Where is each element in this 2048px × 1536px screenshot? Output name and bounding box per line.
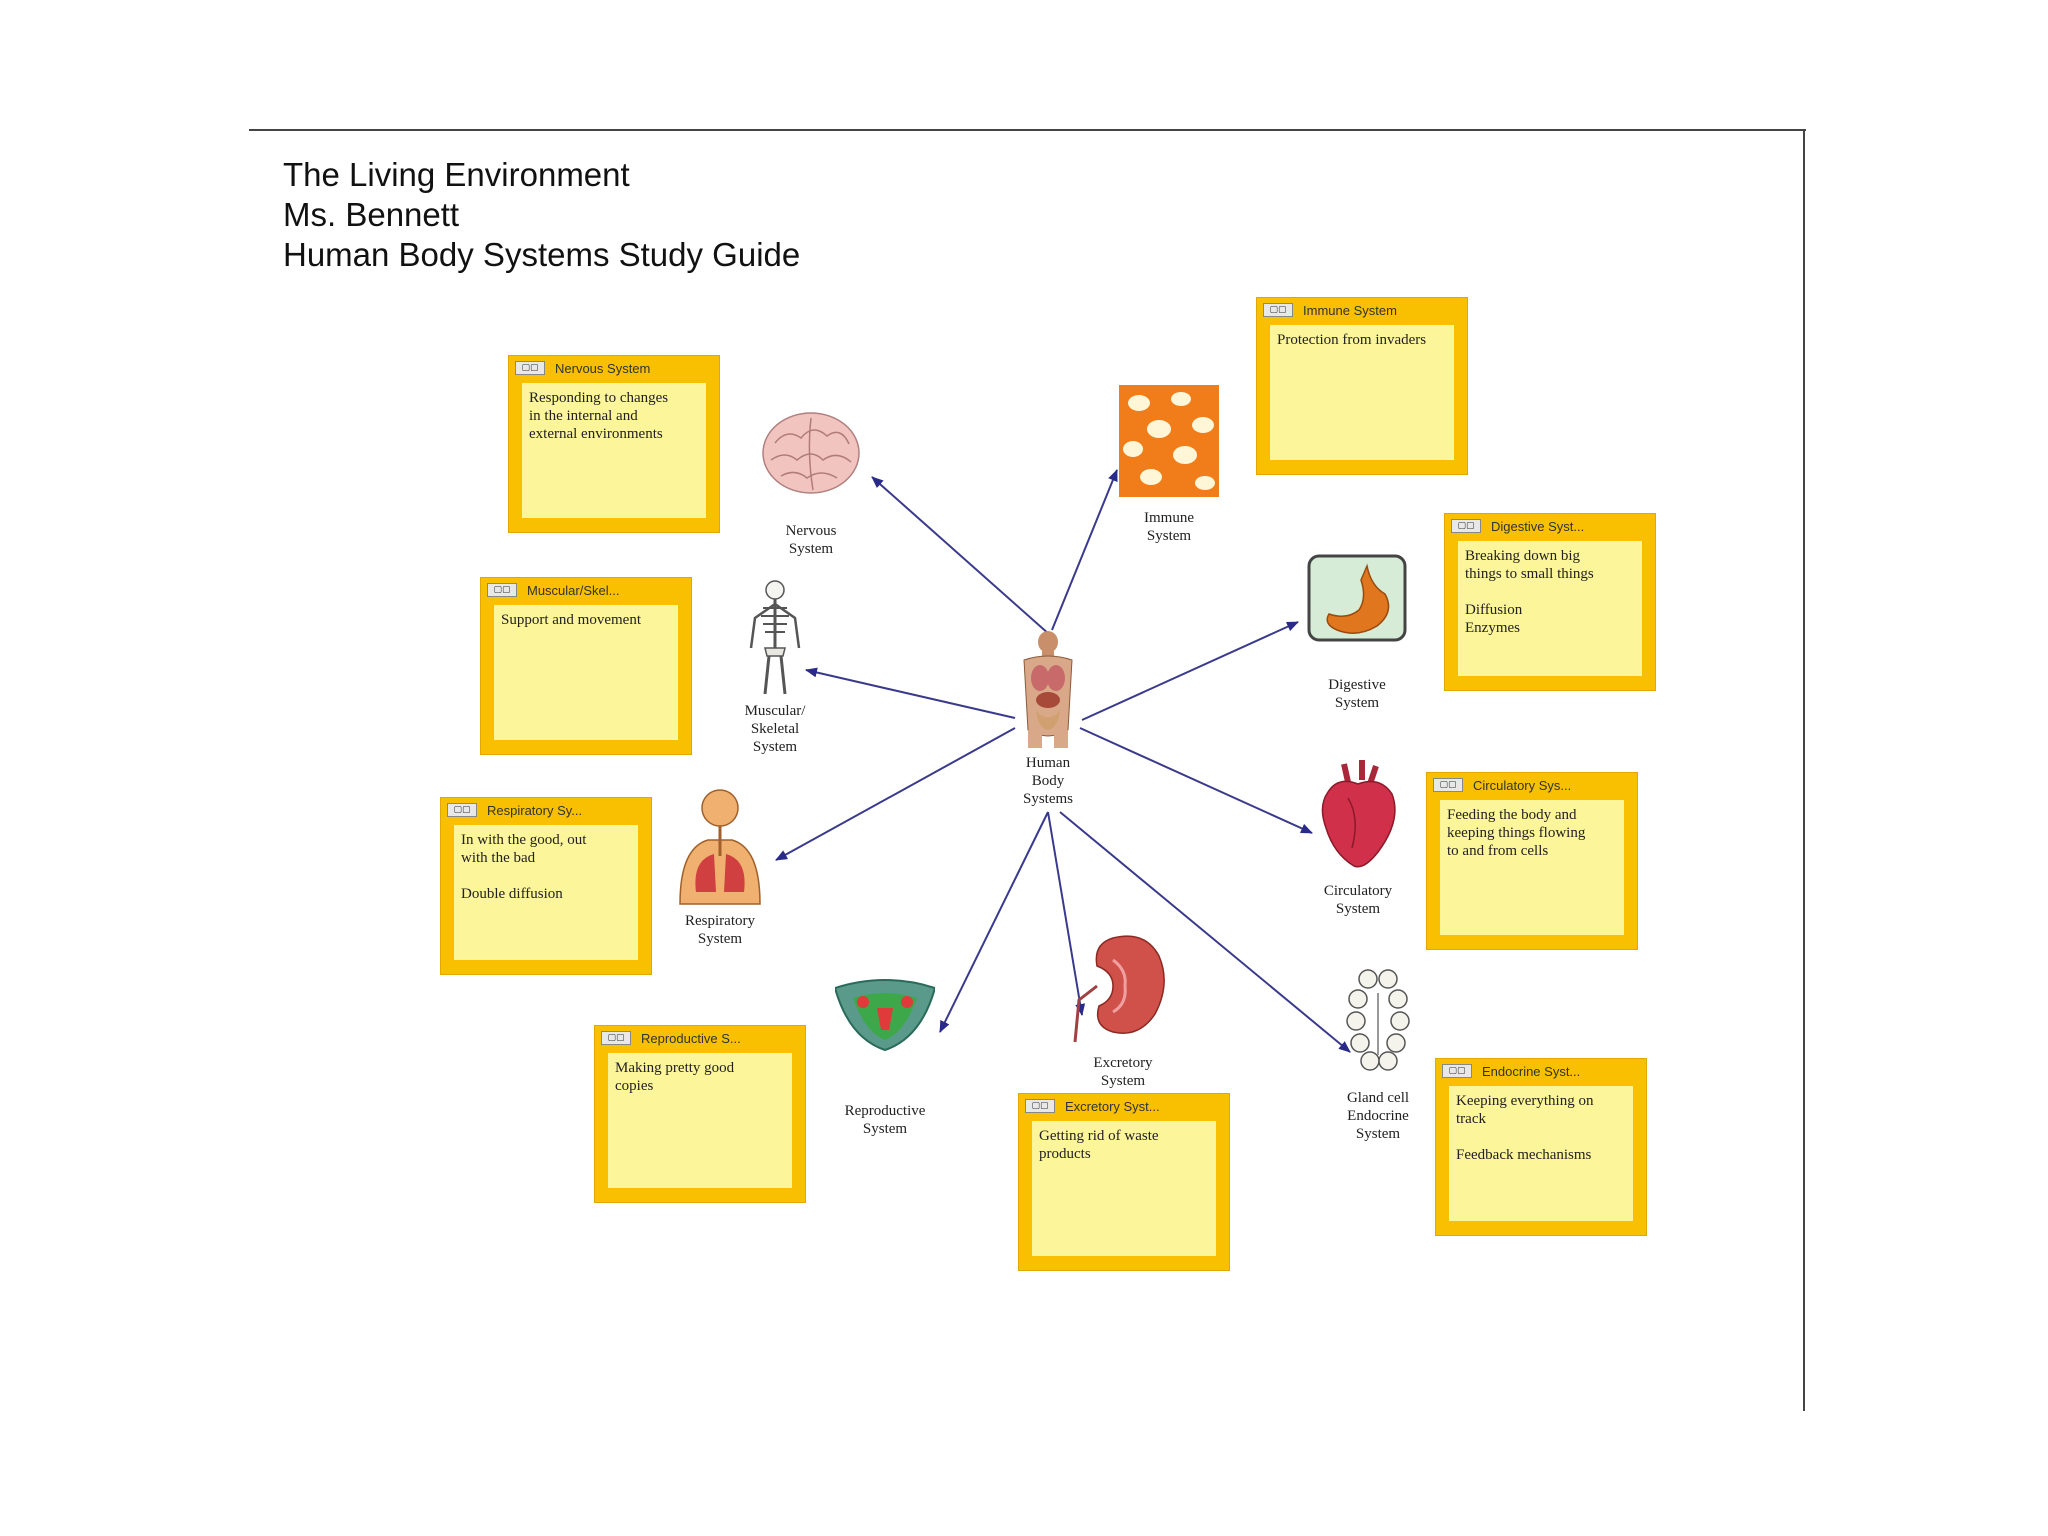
note-window-icon[interactable]: ▢▢ bbox=[1025, 1099, 1055, 1113]
arrow-to-muscular bbox=[805, 667, 1016, 719]
note-window-icon[interactable]: ▢▢ bbox=[1442, 1064, 1472, 1078]
reproductive-label: Reproductive System bbox=[844, 1103, 926, 1137]
note-window-icon[interactable]: ▢▢ bbox=[515, 361, 545, 375]
digestive-label: Digestive System bbox=[1328, 677, 1386, 711]
node-reproductive-system[interactable]: Reproductive System bbox=[810, 978, 960, 1198]
arrow-to-digestive bbox=[1081, 621, 1299, 721]
page-frame-top bbox=[249, 129, 1806, 131]
course-title: The Living Environment bbox=[283, 156, 630, 193]
nervous-label: Nervous System bbox=[785, 523, 837, 557]
note-title-bar[interactable]: ▢▢ Nervous System bbox=[515, 359, 713, 379]
note-title-bar[interactable]: ▢▢ Circulatory Sys... bbox=[1433, 776, 1631, 796]
document-header: The Living Environment Ms. Bennett Human… bbox=[283, 155, 800, 275]
skeleton-icon bbox=[749, 580, 801, 695]
note-body[interactable]: Keeping everything on track Feedback mec… bbox=[1449, 1086, 1633, 1221]
note-window-icon[interactable]: ▢▢ bbox=[1433, 778, 1463, 792]
node-endocrine-system[interactable]: Gland cell Endocrine System bbox=[1303, 965, 1453, 1185]
note-title: Immune System bbox=[1303, 303, 1397, 318]
note-title: Circulatory Sys... bbox=[1473, 778, 1572, 793]
note-window-icon[interactable]: ▢▢ bbox=[601, 1031, 631, 1045]
note-title-bar[interactable]: ▢▢ Excretory Syst... bbox=[1025, 1097, 1223, 1117]
page-frame-right bbox=[1803, 129, 1805, 1411]
note-muscular-skeletal-system[interactable]: ▢▢ Muscular/Skel... Support and movement bbox=[480, 577, 692, 755]
arrow-to-reproductive bbox=[939, 811, 1049, 1033]
arrow-to-nervous bbox=[871, 476, 1051, 636]
note-body[interactable]: Making pretty good copies bbox=[608, 1053, 792, 1188]
note-title-bar[interactable]: ▢▢ Immune System bbox=[1263, 301, 1461, 321]
node-excretory-system[interactable]: Excretory System bbox=[1048, 930, 1198, 1150]
note-window-icon[interactable]: ▢▢ bbox=[1451, 519, 1481, 533]
respiratory-label: Respiratory System bbox=[685, 913, 755, 947]
node-digestive-system[interactable]: Digestive System bbox=[1282, 552, 1432, 772]
note-title: Muscular/Skel... bbox=[527, 583, 620, 598]
note-title: Excretory Syst... bbox=[1065, 1099, 1160, 1114]
teacher-name: Ms. Bennett bbox=[283, 196, 460, 233]
note-title-bar[interactable]: ▢▢ Digestive Syst... bbox=[1451, 517, 1649, 537]
guide-title: Human Body Systems Study Guide bbox=[283, 236, 801, 273]
note-body[interactable]: Support and movement bbox=[494, 605, 678, 740]
arrow-to-immune bbox=[1051, 469, 1118, 631]
center-node[interactable]: Human Body Systems bbox=[988, 630, 1108, 820]
note-window-icon[interactable]: ▢▢ bbox=[1263, 303, 1293, 317]
node-respiratory-system[interactable]: Respiratory System bbox=[645, 788, 795, 1008]
gland-cells-icon bbox=[1346, 969, 1410, 1071]
arrow-to-endocrine bbox=[1059, 811, 1351, 1053]
note-body[interactable]: Responding to changes in the internal an… bbox=[522, 383, 706, 518]
immune-label: Immune System bbox=[1144, 510, 1194, 544]
note-title-bar[interactable]: ▢▢ Endocrine Syst... bbox=[1442, 1062, 1640, 1082]
note-title: Nervous System bbox=[555, 361, 651, 376]
note-immune-system[interactable]: ▢▢ Immune System Protection from invader… bbox=[1256, 297, 1468, 475]
heart-icon bbox=[1321, 760, 1396, 868]
arrow-to-respiratory bbox=[775, 727, 1016, 861]
note-title: Reproductive S... bbox=[641, 1031, 741, 1046]
note-circulatory-system[interactable]: ▢▢ Circulatory Sys... Feeding the body a… bbox=[1426, 772, 1638, 950]
note-body[interactable]: Protection from invaders bbox=[1270, 325, 1454, 460]
node-muscular-skeletal-system[interactable]: Muscular/ Skeletal System bbox=[700, 578, 850, 798]
arrow-to-excretory bbox=[1047, 811, 1086, 1016]
note-reproductive-system[interactable]: ▢▢ Reproductive S... Making pretty good … bbox=[594, 1025, 806, 1203]
note-endocrine-system[interactable]: ▢▢ Endocrine Syst... Keeping everything … bbox=[1435, 1058, 1647, 1236]
center-label: Human Body Systems bbox=[1022, 755, 1073, 807]
note-body[interactable]: Breaking down big things to small things… bbox=[1458, 541, 1642, 676]
note-body[interactable]: Getting rid of waste products bbox=[1032, 1121, 1216, 1256]
node-nervous-system[interactable]: Nervous System bbox=[736, 398, 886, 618]
note-digestive-system[interactable]: ▢▢ Digestive Syst... Breaking down big t… bbox=[1444, 513, 1656, 691]
circulatory-label: Circulatory System bbox=[1323, 883, 1393, 917]
kidney-icon bbox=[1073, 935, 1165, 1043]
node-immune-system[interactable]: Immune System bbox=[1094, 385, 1244, 605]
muscular-label: Muscular/ Skeletal System bbox=[744, 703, 806, 755]
note-excretory-system[interactable]: ▢▢ Excretory Syst... Getting rid of wast… bbox=[1018, 1093, 1230, 1271]
endocrine-label: Gland cell Endocrine System bbox=[1346, 1090, 1410, 1142]
stomach-icon bbox=[1307, 554, 1407, 642]
note-respiratory-system[interactable]: ▢▢ Respiratory Sy... In with the good, o… bbox=[440, 797, 652, 975]
note-title: Endocrine Syst... bbox=[1482, 1064, 1581, 1079]
arrow-to-circulatory bbox=[1079, 727, 1313, 834]
note-title: Digestive Syst... bbox=[1491, 519, 1585, 534]
node-circulatory-system[interactable]: Circulatory System bbox=[1283, 758, 1433, 978]
note-title-bar[interactable]: ▢▢ Respiratory Sy... bbox=[447, 801, 645, 821]
note-body[interactable]: Feeding the body and keeping things flow… bbox=[1440, 800, 1624, 935]
reproductive-organ-icon bbox=[835, 979, 935, 1052]
note-body[interactable]: In with the good, out with the bad Doubl… bbox=[454, 825, 638, 960]
note-window-icon[interactable]: ▢▢ bbox=[487, 583, 517, 597]
note-title-bar[interactable]: ▢▢ Muscular/Skel... bbox=[487, 581, 685, 601]
brain-icon bbox=[762, 412, 860, 494]
note-title: Respiratory Sy... bbox=[487, 803, 583, 818]
immune-cells-icon bbox=[1119, 385, 1219, 497]
note-window-icon[interactable]: ▢▢ bbox=[447, 803, 477, 817]
human-torso-icon bbox=[1023, 631, 1073, 748]
excretory-label: Excretory System bbox=[1093, 1055, 1153, 1089]
note-title-bar[interactable]: ▢▢ Reproductive S... bbox=[601, 1029, 799, 1049]
note-nervous-system[interactable]: ▢▢ Nervous System Responding to changes … bbox=[508, 355, 720, 533]
lungs-icon bbox=[679, 789, 761, 905]
